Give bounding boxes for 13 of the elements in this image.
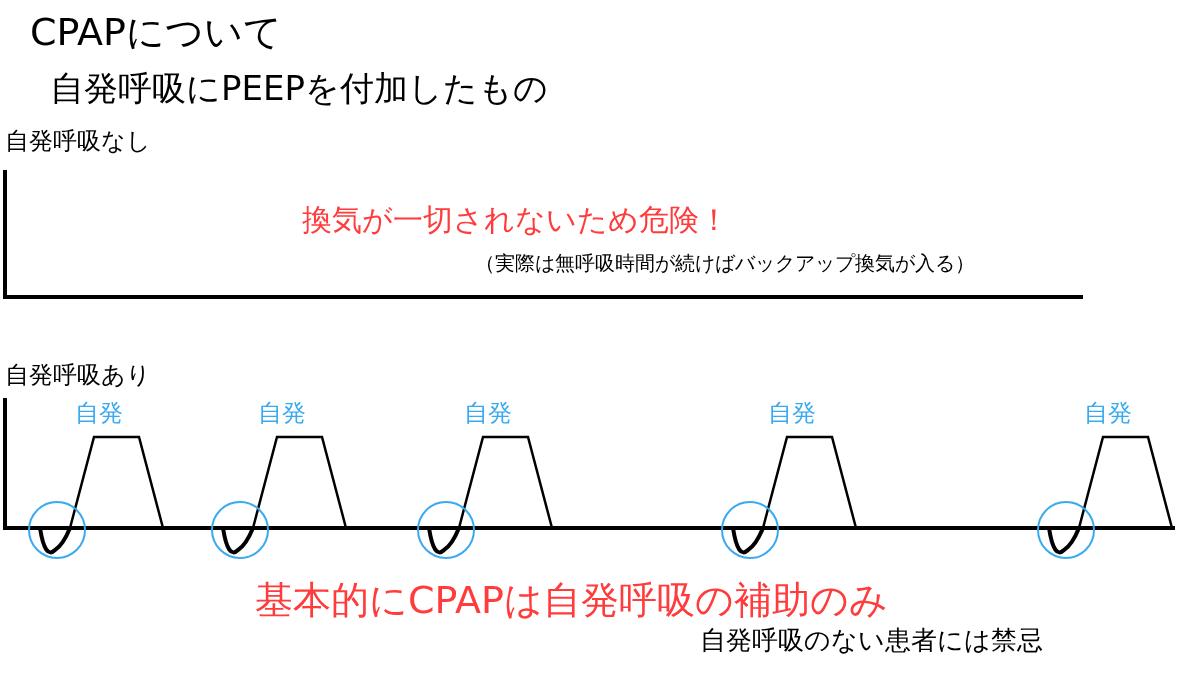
graph-label: 自発呼吸なし: [5, 128, 151, 155]
conclusion-text: 基本的にCPAPは自発呼吸の補助のみ: [255, 580, 888, 622]
note-text: 自発呼吸のない患者には禁忌: [700, 626, 1043, 655]
breath-label: 自発: [1084, 400, 1132, 427]
subtitle: 自発呼吸にPEEPを付加したもの: [50, 70, 548, 108]
title: CPAPについて: [30, 12, 282, 54]
note-text: （実際は無呼吸時間が続けばバックアップ換気が入る）: [475, 252, 975, 274]
warning-text: 換気が一切されないため危険！: [301, 203, 729, 236]
breath-label: 自発: [768, 400, 816, 427]
breath-label: 自発: [75, 400, 123, 427]
graph-label: 自発呼吸あり: [5, 362, 151, 389]
breath-label: 自発: [258, 400, 306, 427]
breath-label: 自発: [464, 400, 512, 427]
